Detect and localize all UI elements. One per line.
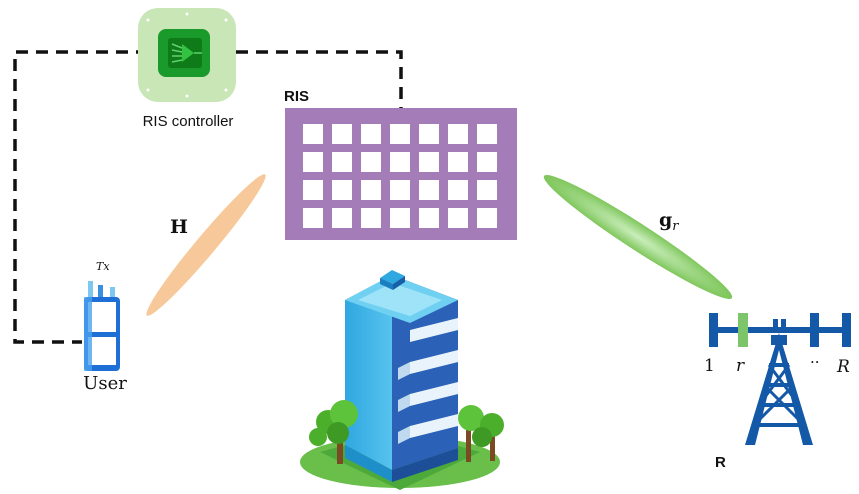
- ris-element: [361, 152, 381, 172]
- ris-element: [303, 152, 323, 172]
- ris-element: [361, 124, 381, 144]
- ris-element: [390, 180, 410, 200]
- ris-element: [332, 208, 352, 228]
- antenna-r-highlight: [738, 313, 748, 347]
- ris-element: [419, 152, 439, 172]
- ris-element-grid: [303, 124, 497, 228]
- channel-g-label: gr: [659, 209, 679, 234]
- ris-element: [390, 152, 410, 172]
- ris-element: [477, 208, 497, 228]
- ris-element: [361, 208, 381, 228]
- antenna-r-label: r: [736, 356, 745, 376]
- user-device-icon: [84, 281, 120, 371]
- channel-g-subscript: r: [672, 219, 679, 234]
- ris-controller-label: RIS controller: [143, 113, 234, 130]
- beam-h: [146, 174, 266, 316]
- control-link-dashed: [13, 50, 148, 344]
- ris-element: [303, 208, 323, 228]
- antenna-dots-label: ··: [810, 353, 820, 371]
- building-icon: [300, 270, 504, 490]
- ris-element: [477, 152, 497, 172]
- ris-element: [390, 124, 410, 144]
- ris-element: [303, 180, 323, 200]
- channel-h-label: H: [170, 216, 188, 238]
- ris-controller-icon: [138, 8, 236, 102]
- beam-g: [543, 175, 733, 299]
- ris-label: RIS: [284, 88, 309, 105]
- ris-element: [419, 124, 439, 144]
- ris-element: [448, 152, 468, 172]
- ris-element: [448, 180, 468, 200]
- ris-element: [361, 180, 381, 200]
- receiver-label: R: [715, 454, 726, 471]
- receiver-tower-icon: [709, 313, 851, 445]
- ris-element: [448, 124, 468, 144]
- tx-label: Tx: [96, 260, 110, 273]
- ris-element: [477, 180, 497, 200]
- ris-element: [332, 124, 352, 144]
- ris-element: [390, 208, 410, 228]
- control-link-dashed-ris: [236, 50, 403, 108]
- ris-element: [332, 152, 352, 172]
- ris-element: [448, 208, 468, 228]
- ris-element: [477, 124, 497, 144]
- antenna-first-label: 1: [704, 356, 715, 376]
- antenna-last-label: R: [836, 357, 850, 377]
- ris-element: [303, 124, 323, 144]
- ris-element: [332, 180, 352, 200]
- ris-element: [419, 180, 439, 200]
- user-label: User: [83, 373, 127, 394]
- ris-element: [419, 208, 439, 228]
